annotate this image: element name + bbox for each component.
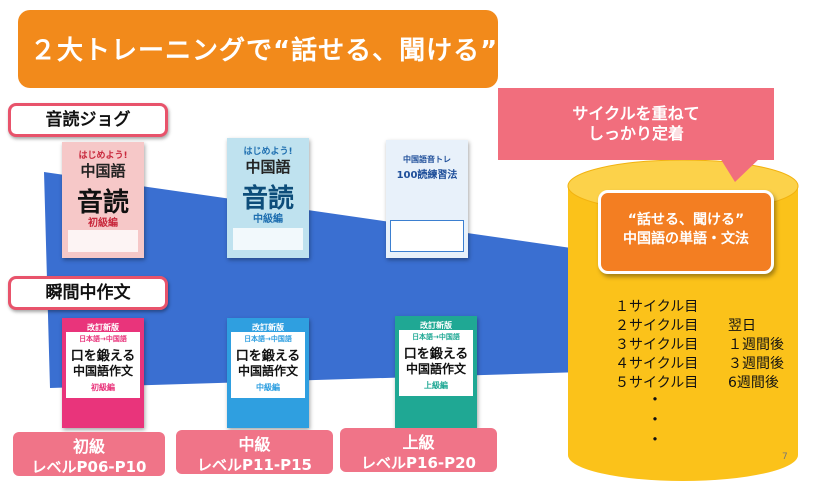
level-range: レベルP06-P10 [31,458,147,476]
book-composition-intermediate[interactable]: 改訂新版 日本語→中国語 口を鍛える 中国語作文 中級編 [227,318,309,428]
book-line1: 口を鍛える [70,349,136,364]
level-name: 初級 [72,437,105,456]
level-box-advanced: 上級 レベルP16-P20 [340,428,497,472]
book-line2: 中国語作文 [405,362,466,376]
book-cover-band [68,230,138,252]
book-main: 音読 [241,184,294,214]
cycle-item-5: ５サイクル目 6週間後 [615,372,779,392]
arrow-shape [44,172,712,416]
book-tag: 日本語→中国語 [412,333,460,341]
cycle-label: ３サイクル目 [615,337,699,353]
section-label-composition: 瞬間中作文 [8,276,168,310]
book-edition: 改訂新版 [87,323,119,332]
book-jog-beginner[interactable]: はじめよう! 中国語 音読 初級編 [62,142,144,258]
ellipsis-dots: ・ ・ ・ [647,390,663,450]
callout-text: サイクルを重ねて しっかり定着 [498,104,774,144]
book-cover-panel [66,332,140,398]
book-cover-band [233,228,303,250]
goal-heading-2: 中国語の単語・文法 [623,231,749,247]
level-box-beginner: 初級 レベルP06-P10 [13,432,165,476]
cycle-label: ５サイクル目 [615,375,699,391]
book-100-reading[interactable]: 中国語音トレ 100読練習法 [386,140,468,258]
cycle-timing: ３週間後 [728,356,784,372]
dot: ・ [647,410,664,429]
level-range: レベルP16-P20 [361,454,476,472]
book-tag: 日本語→中国語 [244,335,292,343]
level-name: 中級 [238,435,271,454]
book-edition: 改訂新版 [420,321,452,330]
cycle-timing: 6週間後 [728,375,779,391]
book-main: 音読 [76,188,129,218]
book-cover-panel [399,330,473,396]
page-number: 7 [782,452,788,462]
cycle-item-2: ２サイクル目 翌日 [615,315,756,335]
book-composition-beginner[interactable]: 改訂新版 日本語→中国語 口を鍛える 中国語作文 初級編 [62,318,144,428]
goal-heading-1: “話せる、聞ける” [627,212,745,228]
dot: ・ [647,390,664,409]
cycle-timing: １週間後 [728,337,784,353]
book-brand: はじめよう! [243,147,293,157]
book-line2: 中国語作文 [237,364,298,378]
callout-box [498,88,774,160]
book-cover-panel [231,332,305,398]
book-tag: 日本語→中国語 [79,335,127,343]
cycle-timing: 翌日 [728,318,756,334]
book-sub: 中級編 [256,383,280,392]
level-box-intermediate: 中級 レベルP11-P15 [176,430,333,474]
book-sub: 初級編 [88,218,118,229]
book-title: 中国語 [80,162,126,180]
book-main: 100読練習法 [396,170,458,181]
cycle-item-1: １サイクル目 [615,296,698,316]
book-composition-advanced[interactable]: 改訂新版 日本語→中国語 口を鍛える 中国語作文 上級編 [395,316,477,428]
book-sub: 上級編 [424,381,448,390]
book-edition: 改訂新版 [252,323,284,332]
callout-line-2: しっかり定着 [587,124,684,143]
level-name: 上級 [402,433,435,452]
goal-text: “話せる、聞ける” 中国語の単語・文法 [600,211,772,249]
book-sub: 初級編 [91,383,115,392]
book-sub: 中級編 [253,214,283,225]
book-jog-intermediate[interactable]: はじめよう! 中国語 音読 中級編 [227,138,309,258]
cycle-item-3: ３サイクル目 １週間後 [615,334,784,354]
callout-line-1: サイクルを重ねて [572,104,700,123]
cycle-label: ２サイクル目 [615,318,699,334]
title-banner [18,10,498,88]
book-cover-band [390,220,464,252]
book-title: 中国語音トレ [403,155,451,164]
book-brand: はじめよう! [78,151,128,161]
goal-box [598,190,774,274]
section-label-jog: 音読ジョグ [8,103,168,137]
book-line2: 中国語作文 [72,364,133,378]
book-title: 中国語 [245,158,291,176]
cycle-item-4: ４サイクル目 ３週間後 [615,353,784,373]
dot: ・ [647,430,664,449]
cycle-label: １サイクル目 [615,299,699,315]
book-line1: 口を鍛える [235,349,301,364]
level-range: レベルP11-P15 [197,456,312,474]
book-line1: 口を鍛える [403,347,469,362]
page-title: ２大トレーニングで“話せる、聞ける” [30,36,499,66]
cycle-label: ４サイクル目 [615,356,699,372]
